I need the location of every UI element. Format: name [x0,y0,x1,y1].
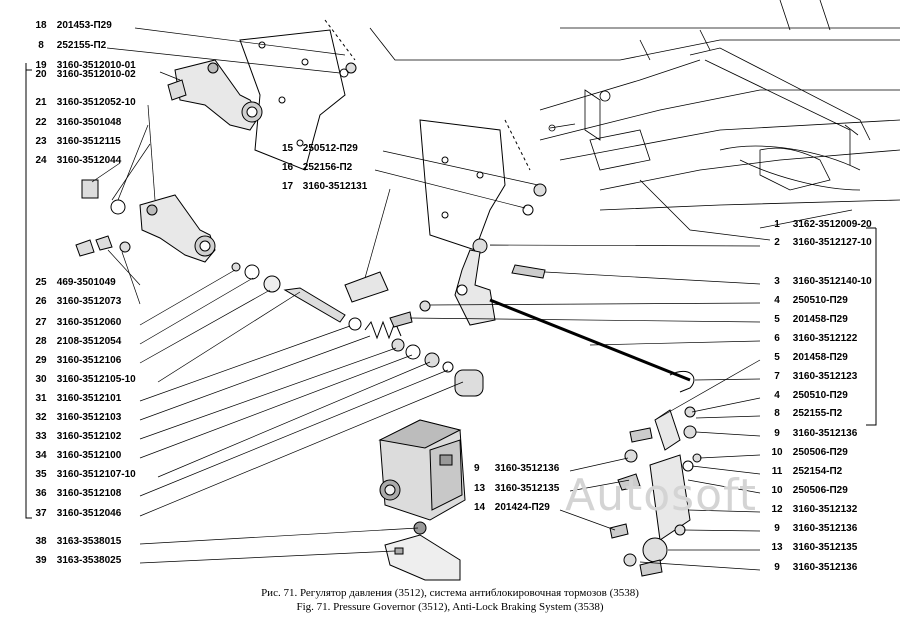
part-label: 36 3160-3512108 [35,488,122,499]
part-label: 16 252156-П2 [282,162,353,173]
part-label: 19 3160-3512010-01 [35,60,136,71]
part-label: 13 3160-3512135 [771,542,858,553]
left-group-bracket [25,69,32,519]
part-label: 20 3160-3512010-02 [35,69,136,80]
part-label: 21 3160-3512052-10 [35,97,136,108]
part-label: 4 250510-П29 [774,295,848,306]
part-label: 35 3160-3512107-10 [35,469,136,480]
part-label: 33 3160-3512102 [35,431,122,442]
mounting-plate-upper [239,29,346,171]
part-label: 13 3160-3512135 [474,483,560,494]
vehicle-frame-sketch [369,0,900,241]
right-group-bracket [866,228,877,426]
control-rod [489,298,691,382]
lever-assembly [389,238,546,328]
part-label: 22 3160-3501048 [35,117,122,128]
lower-bracket-assembly [609,406,702,577]
part-label: 2 3160-3512127-10 [774,237,872,248]
part-label: 9 3160-3512136 [774,562,858,573]
part-label: 37 3160-3512046 [35,508,122,519]
part-label: 24 3160-3512044 [35,155,122,166]
fitting-22 [110,199,126,215]
part-label: 9 3160-3512136 [474,463,560,474]
regulator-valve-upper [167,59,263,131]
sleeve [344,271,389,303]
part-label: 28 2108-3512054 [35,336,122,347]
part-label: 12 3160-3512132 [771,504,858,515]
part-label: 30 3160-3512105-10 [35,374,136,385]
part-label: 9 3160-3512136 [774,523,858,534]
part-label: 25 469-3501049 [35,277,116,288]
part-label: 11 252154-П2 [771,466,843,477]
hook [669,370,695,393]
part-label: 9 3160-3512136 [774,428,858,439]
figure-caption-ru: Рис. 71. Регулятор давления (3512), сист… [261,587,639,599]
part-label: 39 3163-3538025 [35,555,122,566]
part-label: 10 250506-П29 [771,447,848,458]
part-label: 1 3162-3512009-20 [774,219,872,230]
part-label: 23 3160-3512115 [35,136,121,147]
mounting-plate-middle [419,119,506,251]
part-label: 3 3160-3512140-10 [774,276,872,287]
fitting-24 [81,179,99,199]
part-label: 8 252155-П2 [38,40,107,51]
part-label: 18 201453-П29 [35,20,112,31]
part-label: 29 3160-3512106 [35,355,122,366]
part-label: 31 3160-3512101 [35,393,122,404]
part-label: 34 3160-3512100 [35,450,122,461]
part-label: 14 201424-П29 [474,502,550,513]
part-label: 8 252155-П2 [774,408,843,419]
part-label: 38 3163-3538015 [35,536,122,547]
part-label: 5 201458-П29 [774,314,848,325]
part-label: 5 201458-П29 [774,352,848,363]
piston-rod [283,287,346,323]
part-label: 32 3160-3512103 [35,412,122,423]
part-label: 17 3160-3512131 [282,181,368,192]
figure-caption-en: Fig. 71. Pressure Governor (3512), Anti-… [296,601,604,613]
abs-bracket [384,521,461,581]
part-label: 6 3160-3512122 [774,333,858,344]
part-label: 26 3160-3512073 [35,296,122,307]
regulator-valve-lower [139,194,216,263]
abs-modulator-unit [378,419,466,521]
part-label: 4 250510-П29 [774,390,848,401]
part-label: 7 3160-3512123 [774,371,858,382]
watermark: Autosoft [565,470,757,521]
cap-35 [454,369,484,397]
part-label: 15 250512-П29 [282,143,358,154]
part-label: 27 3160-3512060 [35,317,122,328]
part-label: 10 250506-П29 [771,485,848,496]
